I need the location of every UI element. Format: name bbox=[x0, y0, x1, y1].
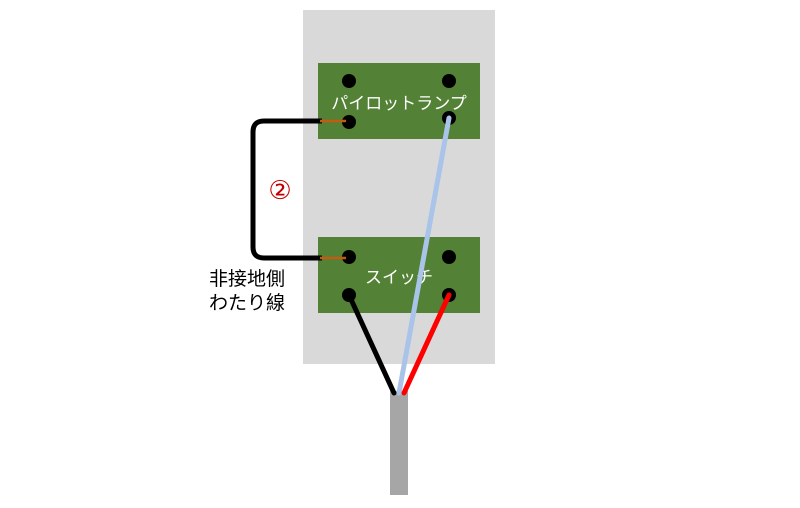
jumper-wire bbox=[250, 118, 322, 261]
pilot-lamp-terminal-bottom-left bbox=[342, 115, 356, 129]
pilot-lamp-terminal-top-right bbox=[442, 74, 456, 88]
switch-module: スイッチ bbox=[318, 237, 480, 313]
cable-sheath bbox=[390, 391, 408, 495]
black-wire bbox=[346, 292, 397, 396]
pilot-lamp-label: パイロットランプ bbox=[331, 94, 467, 114]
pilot-lamp-module: パイロットランプ bbox=[318, 63, 480, 139]
step-marker: ② bbox=[268, 176, 291, 206]
switch-label: スイッチ bbox=[365, 268, 433, 288]
jumper-annotation-line2: わたり線 bbox=[209, 292, 285, 314]
jumper-annotation-line1: 非接地側 bbox=[209, 268, 285, 290]
white-wire bbox=[396, 115, 452, 396]
pilot-lamp-terminal-top-left bbox=[342, 74, 356, 88]
red-wire bbox=[401, 292, 452, 396]
switch-terminal-top-right bbox=[442, 250, 456, 264]
switch-terminal-top-left bbox=[342, 250, 356, 264]
